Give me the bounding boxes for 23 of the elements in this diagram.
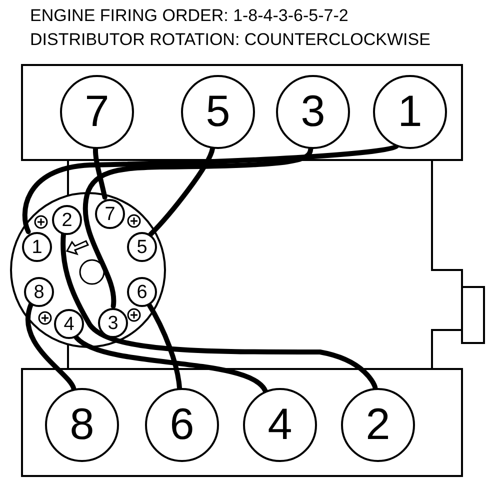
heading-text: DISTRIBUTOR ROTATION: COUNTERCLOCKWISE xyxy=(30,30,430,50)
terminal-circle: 2 xyxy=(52,205,82,235)
spark-plug-wire xyxy=(82,146,314,309)
terminal-circle: 6 xyxy=(127,277,157,307)
terminal-circle: 7 xyxy=(95,199,125,229)
cylinder-circle: 4 xyxy=(243,388,317,462)
terminal-circle: 4 xyxy=(54,309,84,339)
terminal-circle: 1 xyxy=(22,232,52,262)
heading-text: ENGINE FIRING ORDER: 1-8-4-3-6-5-7-2 xyxy=(30,6,348,26)
spark-plug-wire xyxy=(92,146,108,200)
spark-plug-wire xyxy=(26,301,76,392)
cylinder-circle: 5 xyxy=(181,75,255,149)
cylinder-circle: 1 xyxy=(373,75,447,149)
cylinder-circle: 3 xyxy=(276,75,350,149)
cylinder-circle: 8 xyxy=(45,388,119,462)
cylinder-circle: 2 xyxy=(341,388,415,462)
cylinder-circle: 6 xyxy=(145,388,219,462)
cylinder-circle: 7 xyxy=(60,75,134,149)
terminal-circle: 8 xyxy=(24,277,54,307)
spark-plug-wire xyxy=(148,146,215,237)
terminal-circle: 5 xyxy=(127,232,157,262)
spark-plug-wire xyxy=(22,144,399,234)
terminal-circle: 3 xyxy=(98,308,128,338)
